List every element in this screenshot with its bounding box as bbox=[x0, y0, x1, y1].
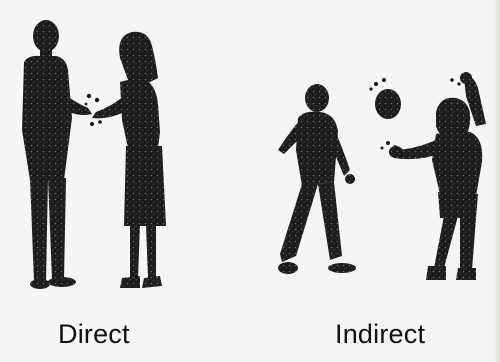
woman-silhouette-direct bbox=[92, 32, 166, 288]
man-silhouette-direct bbox=[22, 20, 92, 289]
sparkle-icon bbox=[450, 78, 460, 85]
scan-edge bbox=[494, 0, 500, 362]
caption-indirect: Indirect bbox=[335, 318, 425, 350]
woman-silhouette-indirect bbox=[389, 72, 486, 280]
man-silhouette-indirect bbox=[278, 84, 356, 274]
ball-icon bbox=[369, 78, 401, 150]
caption-direct: Direct bbox=[58, 318, 130, 350]
